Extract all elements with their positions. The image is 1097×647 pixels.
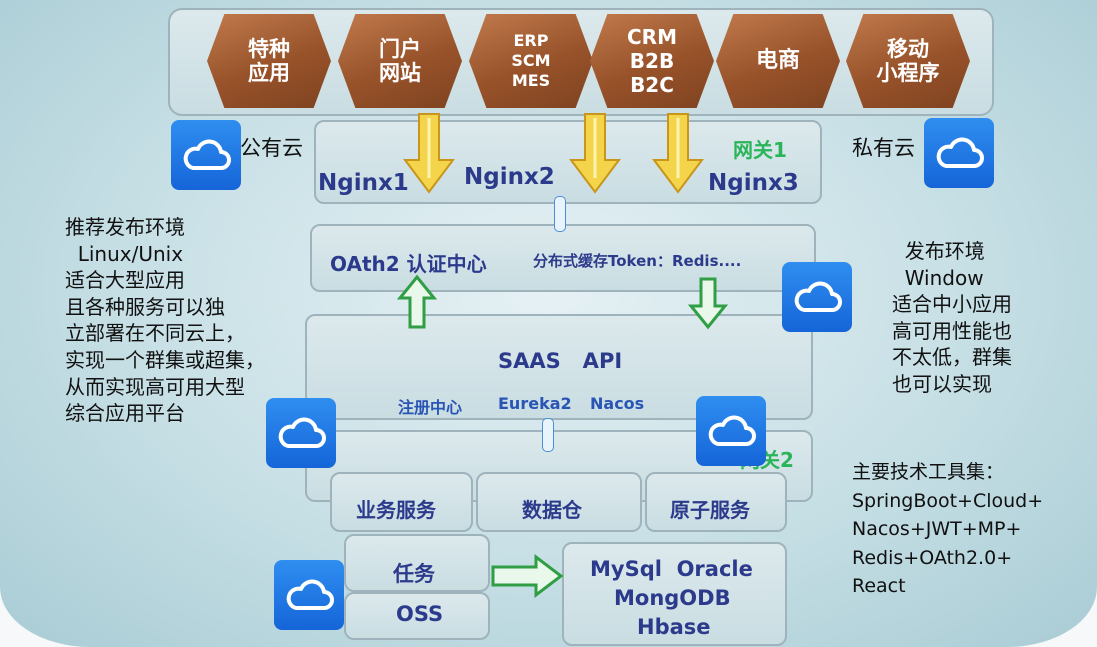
right-deploy-note: 发布环境 Window 适合中小应用 高可用性能也 不太低，群集 也可以实现 xyxy=(892,239,1012,396)
data-warehouse-box xyxy=(476,472,642,532)
token-cache-label: 分布式缓存Token：Redis.... xyxy=(533,252,742,270)
database-box xyxy=(562,542,787,646)
connector-icon xyxy=(542,418,554,452)
atomic-service-box xyxy=(645,472,787,532)
app-ecommerce: 电商 xyxy=(716,14,840,108)
nginx3-label: Nginx3 xyxy=(708,170,799,196)
nginx2-label: Nginx2 xyxy=(464,164,555,190)
arrow-right-icon xyxy=(491,553,564,599)
cloud-icon xyxy=(171,120,241,190)
private-cloud-label: 私有云 xyxy=(852,136,915,160)
business-service-box xyxy=(330,472,473,532)
arrow-up-icon xyxy=(396,274,438,329)
nacos-label: Nacos xyxy=(590,394,645,413)
arrow-down-icon xyxy=(403,113,455,194)
cloud-icon xyxy=(696,396,766,466)
cloud-icon xyxy=(274,560,344,630)
app-mobile: 移动 小程序 xyxy=(846,14,970,108)
auth-center-label: OAth2 认证中心 xyxy=(330,252,487,276)
atomic-service-label: 原子服务 xyxy=(670,498,750,522)
app-portal: 门户 网站 xyxy=(338,14,462,108)
cloud-icon xyxy=(924,118,994,188)
arrow-down-icon xyxy=(569,113,621,194)
app-crm: CRM B2B B2C xyxy=(590,14,714,108)
nginx1-label: Nginx1 xyxy=(318,170,409,196)
connector-icon xyxy=(554,196,566,232)
cloud-icon xyxy=(266,398,336,468)
cloud-icon xyxy=(782,262,852,332)
arrow-down-icon xyxy=(652,113,704,194)
eureka-label: Eureka2 xyxy=(498,394,572,413)
tools-note: 主要技术工具集： SpringBoot+Cloud+ Nacos+JWT+MP+… xyxy=(852,461,1044,597)
app-erp: ERP SCM MES xyxy=(469,14,593,108)
db-line-1: MySql Oracle xyxy=(590,557,753,581)
oss-box xyxy=(344,592,490,640)
registry-label: 注册中心 xyxy=(398,398,463,417)
gateway-layer xyxy=(314,120,822,204)
db-line-2: MongODB xyxy=(614,586,731,610)
oss-label: OSS xyxy=(396,602,444,626)
arrow-down-icon xyxy=(687,277,729,330)
saas-api-label: SAAS API xyxy=(498,349,623,373)
task-label: 任务 xyxy=(393,562,435,586)
business-service-label: 业务服务 xyxy=(356,498,436,522)
app-special: 特种 应用 xyxy=(207,14,331,108)
left-deploy-note: 推荐发布环境 Linux/Unix 适合大型应用 且各种服务可以独 立部署在不同… xyxy=(65,215,265,426)
data-warehouse-label: 数据仓 xyxy=(522,498,582,522)
gateway1-label: 网关1 xyxy=(733,138,787,162)
public-cloud-label: 公有云 xyxy=(240,136,303,160)
task-box xyxy=(344,534,490,592)
db-line-3: Hbase xyxy=(637,615,711,639)
